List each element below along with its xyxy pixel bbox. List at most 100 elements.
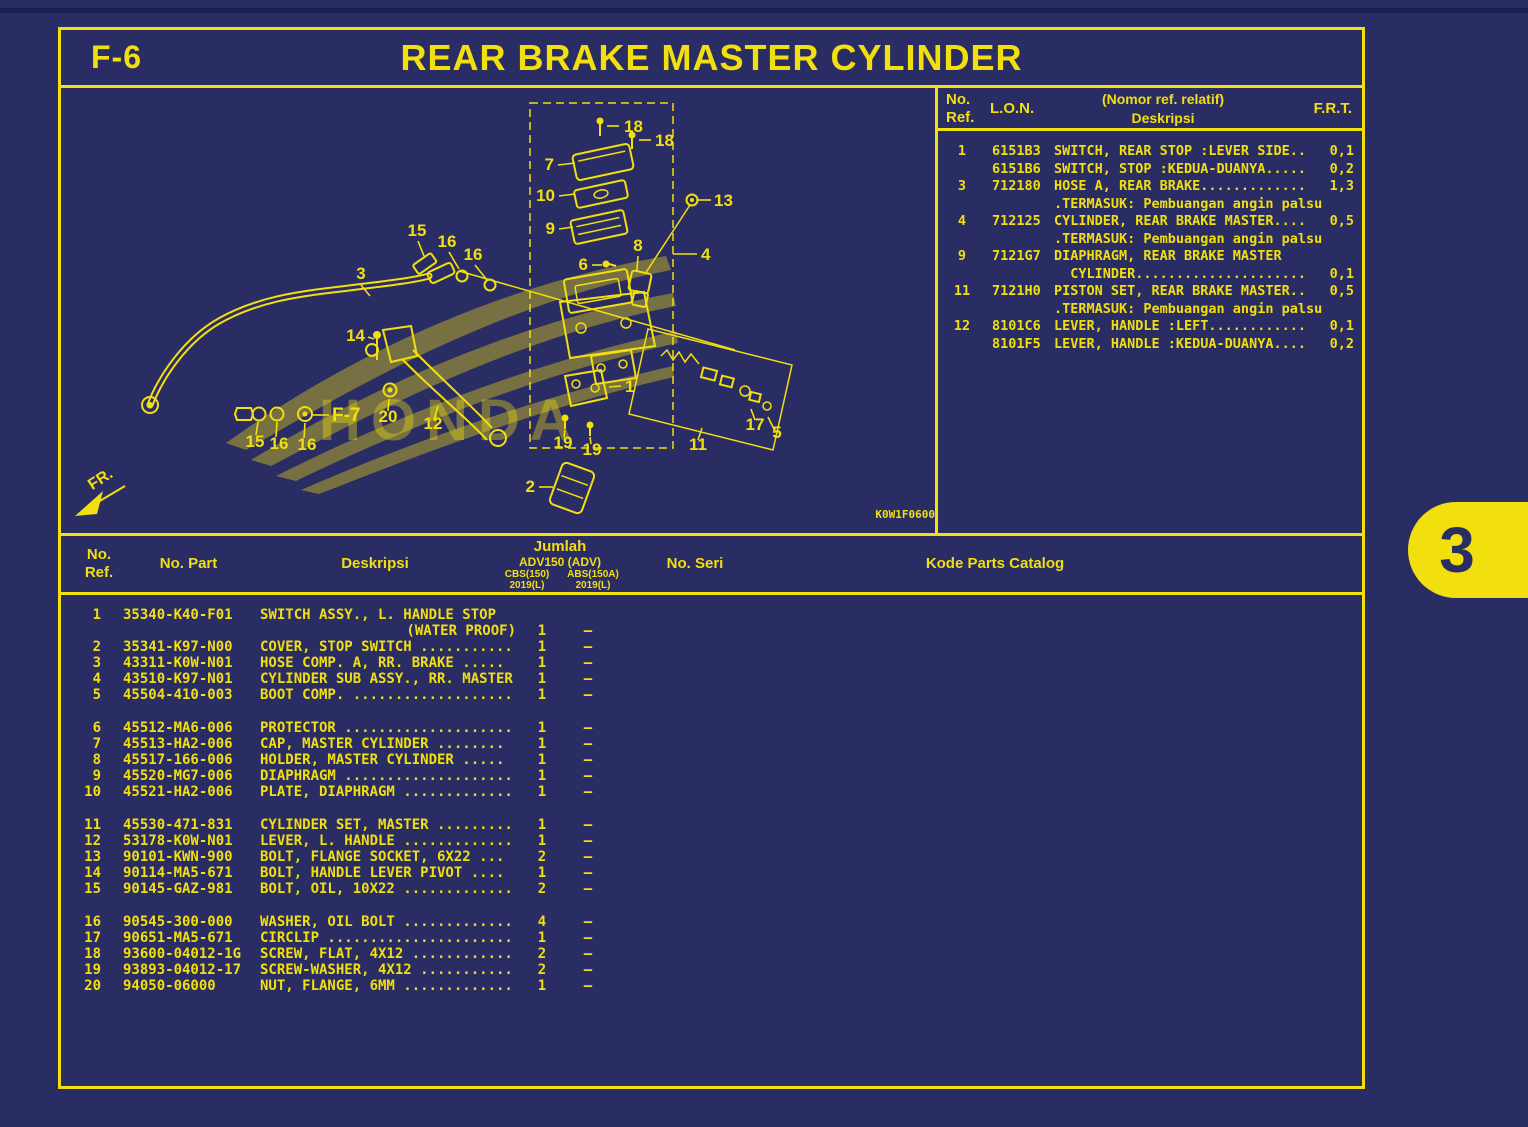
part-cap-7 — [571, 142, 635, 182]
ref-header-lon: L.O.N. — [990, 100, 1035, 117]
part-lever-12 — [365, 324, 507, 447]
page-tab-3[interactable]: 3 — [1408, 502, 1528, 598]
part-piston-set-11 — [628, 328, 793, 451]
part-hose-3 — [141, 262, 736, 414]
part-oil-bolt-15-bottom — [233, 406, 329, 422]
f7-cross-reference: F-7 — [332, 405, 361, 426]
callout-leader-line — [558, 193, 576, 197]
page-title: REAR BRAKE MASTER CYLINDER — [400, 36, 1023, 78]
callout-leader-line — [750, 408, 756, 421]
ref-info-table: No. Ref. L.O.N. (Nomor ref. relatif) Des… — [935, 88, 1362, 533]
callout-leader-line — [367, 336, 375, 340]
ref-header-frt: F.R.T. — [1313, 100, 1352, 117]
callout-leader-line — [275, 421, 278, 438]
diagram-callout-number: 14 — [346, 326, 365, 345]
diagram-callout-number: 2 — [526, 477, 535, 496]
parts-table-row: (WATER PROOF)1– — [406, 623, 593, 639]
callout-leader-line — [387, 398, 390, 412]
page-code: F-6 — [91, 39, 142, 75]
catalog-page-frame: F-6 REAR BRAKE MASTER CYLINDER HONDA — [58, 27, 1365, 1089]
diagram-callout-number: 1 — [625, 377, 634, 396]
honda-wing-watermark: HONDA — [226, 256, 678, 494]
ref-table-row: .TERMASUK: Pembuangan angin palsu — [1054, 300, 1323, 317]
diagram-callout-number: 10 — [536, 186, 555, 205]
title-bar: F-6 REAR BRAKE MASTER CYLINDER — [61, 30, 1362, 88]
diagram-code: K0W1F0600 — [875, 508, 935, 521]
diagram-callout-number: 3 — [356, 264, 365, 283]
diagram-callout-number: 6 — [579, 255, 588, 274]
diagram-callout-number: 4 — [701, 245, 711, 264]
callout-leader-line — [558, 226, 574, 230]
callout-leader-line — [589, 436, 592, 445]
callout-leader-line — [557, 162, 576, 166]
top-divider — [0, 8, 1528, 13]
diagram-callout-number: 15 — [408, 221, 427, 240]
diagram-callout-number: 7 — [545, 155, 554, 174]
diagram-callout-number: 16 — [438, 232, 457, 251]
part-screw-6 — [602, 260, 617, 268]
diagram-callout-number: 16 — [270, 434, 289, 453]
callout-leader-line — [448, 251, 460, 270]
diagram-callout-number: 11 — [689, 435, 707, 454]
ref-table-row: CYLINDER.....................0,1 — [1054, 265, 1354, 282]
callout-leader-line — [433, 405, 439, 421]
diagram-callout-number: 16 — [464, 245, 483, 264]
parts-header-no-part: No. Part — [159, 555, 218, 572]
ref-table-header: No. Ref. L.O.N. (Nomor ref. relatif) Des… — [938, 88, 1362, 131]
callout-leader-line — [417, 240, 425, 257]
parts-header-jumlah: Jumlah ADV150 (ADV) CBS(150) 2019(L) ABS… — [504, 538, 619, 591]
callout-leader-line — [767, 416, 775, 430]
part-screw-18 — [596, 117, 636, 149]
ref-header-deskripsi: (Nomor ref. relatif) Deskripsi — [1101, 91, 1225, 126]
part-bracket-1 — [563, 368, 609, 408]
parts-header-deskripsi: Deskripsi — [341, 555, 409, 572]
parts-header-kode: Kode Parts Catalog — [925, 555, 1065, 572]
diagram-callout-number: 13 — [714, 191, 733, 210]
fr-label: FR. — [85, 465, 116, 493]
main-area: HONDA — [61, 88, 1362, 533]
diagram-callout-number: 12 — [424, 414, 443, 433]
callout-leader-line — [360, 284, 371, 297]
diagram-callout-number: 20 — [379, 407, 398, 426]
parts-table-header: No. Ref. No. Part Deskripsi Jumlah ADV15… — [61, 533, 1362, 595]
diagram-callout-number: 9 — [546, 219, 555, 238]
diagram-callout-number: 18 — [624, 117, 643, 136]
assembly-dashed-box — [529, 102, 674, 449]
part-plate-10 — [573, 179, 629, 209]
callout-leader-line — [563, 429, 566, 438]
part-master-cylinder-body — [558, 268, 657, 386]
part-nut-20 — [382, 382, 398, 398]
diagram-callout-number: 16 — [298, 435, 317, 454]
diagram-callout-number: 18 — [655, 131, 674, 150]
part-connector-13 — [644, 193, 699, 275]
diagram-callout-number: 19 — [554, 433, 573, 452]
parts-header-no-ref: No. Ref. — [84, 546, 114, 581]
ref-table-row: .TERMASUK: Pembuangan angin palsu — [1054, 195, 1323, 212]
diagram-callout-number: 15 — [246, 432, 265, 451]
